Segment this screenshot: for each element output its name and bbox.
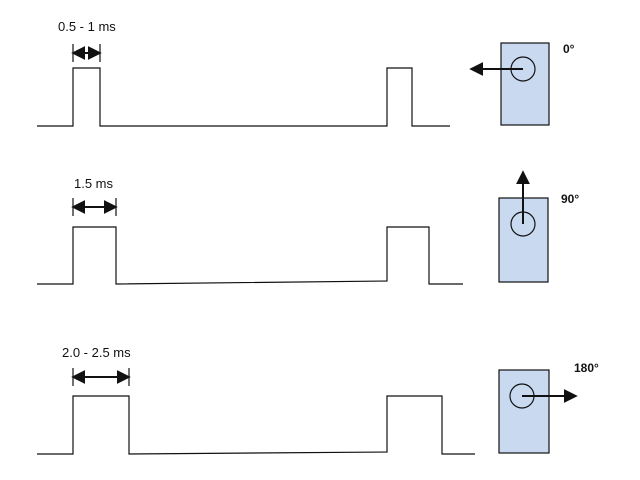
- pwm-waveform: [37, 226, 463, 285]
- row-1: 1.5 ms 90°: [37, 170, 579, 285]
- servo-0: [469, 42, 550, 126]
- angle-label: 0°: [563, 42, 575, 56]
- servo-2: [498, 369, 578, 454]
- pulse-width-label: 1.5 ms: [74, 176, 114, 191]
- servo-body: [498, 369, 550, 454]
- servo-1: [498, 170, 549, 283]
- row-2: 2.0 - 2.5 ms 180°: [37, 345, 599, 455]
- pulse-width-dimension: [71, 198, 118, 216]
- pulse-width-dimension: [71, 44, 102, 62]
- pulse-width-label: 0.5 - 1 ms: [58, 19, 116, 34]
- pwm-waveform: [37, 67, 450, 127]
- angle-label: 180°: [574, 361, 599, 375]
- pulse-width-label: 2.0 - 2.5 ms: [62, 345, 131, 360]
- pwm-waveform: [37, 395, 475, 455]
- servo-body: [500, 42, 550, 126]
- angle-label: 90°: [561, 192, 579, 206]
- row-0: 0.5 - 1 ms 0°: [37, 19, 575, 127]
- pulse-width-dimension: [71, 368, 131, 386]
